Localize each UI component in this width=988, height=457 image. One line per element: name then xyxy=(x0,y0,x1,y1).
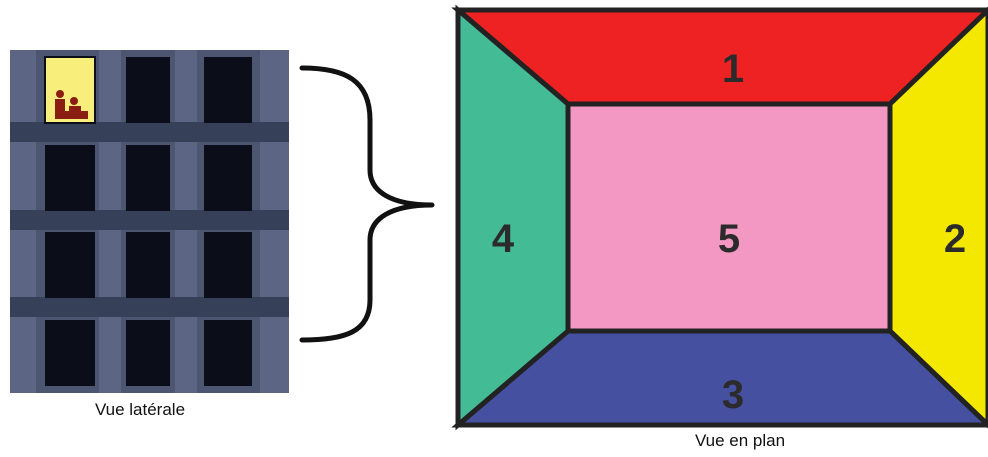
floor-plan-view xyxy=(451,4,988,431)
zone-label-3: 3 xyxy=(722,373,744,417)
window xyxy=(45,145,95,211)
floor-band xyxy=(10,210,289,230)
window xyxy=(204,145,252,211)
window xyxy=(45,320,95,386)
window xyxy=(45,232,95,298)
window xyxy=(126,57,170,123)
zone-label-4: 4 xyxy=(492,217,515,261)
floor-band xyxy=(10,122,289,142)
zone-label-5: 5 xyxy=(718,217,740,261)
curly-brace xyxy=(299,65,435,343)
zone-5-center xyxy=(565,101,893,334)
zone-label-2: 2 xyxy=(944,217,966,261)
window xyxy=(126,145,170,211)
window xyxy=(126,232,170,298)
people-figures-icon xyxy=(55,90,88,119)
building-side-view xyxy=(10,50,289,393)
window xyxy=(204,57,252,123)
window xyxy=(204,232,252,298)
side-view-caption: Vue latérale xyxy=(94,400,186,419)
window xyxy=(204,320,252,386)
plan-view-caption: Vue en plan xyxy=(694,431,786,450)
zone-label-1: 1 xyxy=(722,47,744,91)
window xyxy=(126,320,170,386)
floor-band xyxy=(10,297,289,317)
